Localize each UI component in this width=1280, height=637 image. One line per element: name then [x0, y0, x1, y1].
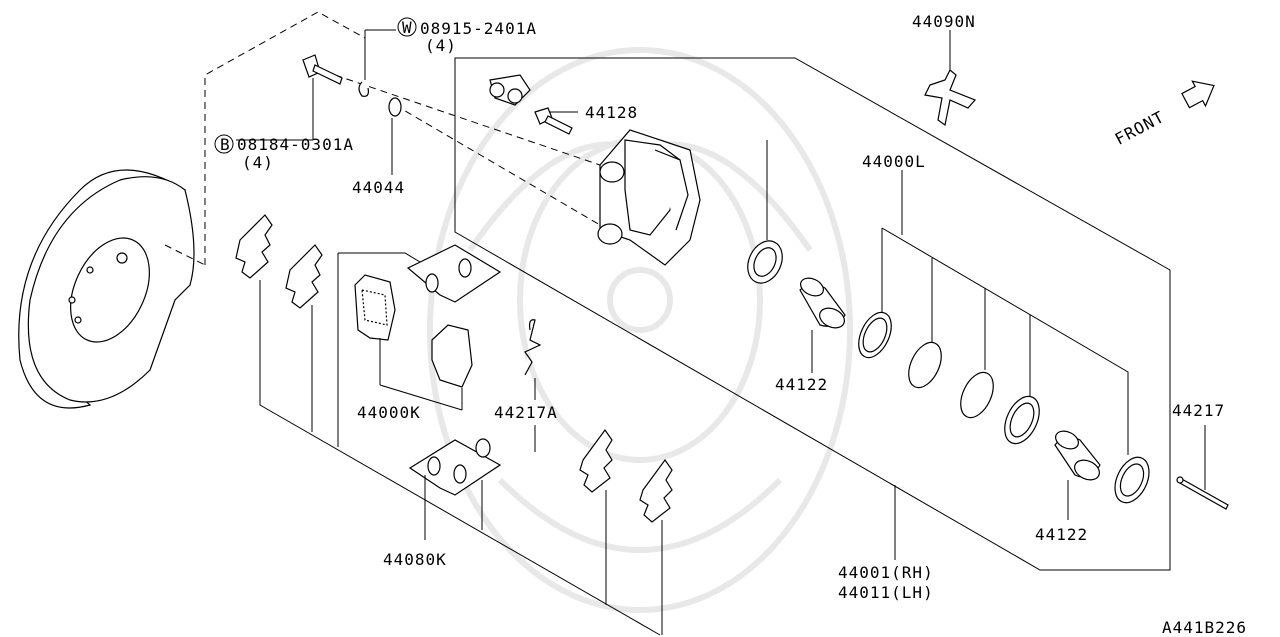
b-mark: B — [220, 135, 231, 154]
diagram-code: A441B226 — [1162, 618, 1247, 637]
label-44090N[interactable]: 44090N — [912, 12, 976, 31]
label-08915-qty: (4) — [425, 36, 457, 55]
piston-seal-1[interactable] — [852, 307, 898, 362]
shim-left-1[interactable] — [235, 214, 273, 279]
seal-disc-2[interactable] — [954, 367, 1000, 422]
assembly-dash-line — [164, 244, 206, 266]
brake-pad-1[interactable] — [354, 274, 396, 341]
front-arrow: FRONT — [1112, 80, 1215, 149]
washer-dash-line — [394, 104, 601, 226]
front-label: FRONT — [1112, 107, 1168, 149]
label-44080K[interactable]: 44080K — [383, 550, 447, 569]
pad-kit-frame — [259, 280, 661, 636]
piston-1[interactable] — [798, 275, 848, 332]
label-08184[interactable]: 08184-0301A — [237, 135, 354, 154]
lock-washer[interactable] — [358, 81, 369, 97]
wear-indicator[interactable] — [524, 319, 542, 376]
bleeder-screw[interactable] — [534, 107, 573, 135]
seal-disc-1[interactable] — [902, 337, 948, 392]
anti-rattle-spring[interactable] — [924, 69, 977, 127]
w-mark: W — [402, 18, 413, 37]
shim-right-1[interactable] — [579, 428, 613, 493]
b-mark-icon — [214, 134, 234, 154]
caliper-assembly-frame — [454, 57, 1171, 571]
piston-seal-2[interactable] — [998, 391, 1046, 449]
label-44122-a[interactable]: 44122 — [775, 375, 828, 394]
label-08184-qty: (4) — [242, 153, 274, 172]
backing-plate[interactable] — [18, 169, 195, 409]
label-44122-b[interactable]: 44122 — [1035, 525, 1088, 544]
washer[interactable] — [388, 97, 402, 117]
brake-pad-2[interactable] — [431, 324, 473, 388]
shim-right-2[interactable] — [639, 458, 673, 523]
label-44128[interactable]: 44128 — [585, 103, 638, 122]
pad-shim-upper[interactable] — [406, 244, 502, 303]
caliper-bolt[interactable] — [302, 54, 343, 85]
bleeder-cap[interactable] — [489, 74, 531, 106]
pad-shim-lower[interactable] — [408, 438, 502, 496]
label-08915[interactable]: 08915-2401A — [420, 19, 537, 38]
label-44000K[interactable]: 44000K — [357, 403, 421, 422]
pad-pin[interactable] — [1176, 476, 1229, 510]
shim-left-2[interactable] — [285, 244, 323, 309]
piston-2[interactable] — [1053, 428, 1103, 484]
label-44001[interactable]: 44001(RH) — [838, 563, 934, 582]
dust-boot-ring[interactable] — [741, 235, 789, 288]
w-mark-icon — [397, 17, 417, 37]
assembly-dash-line — [204, 11, 366, 265]
bolt-dash-line — [334, 74, 601, 166]
label-44000L[interactable]: 44000L — [862, 152, 926, 171]
caliper-body[interactable] — [597, 129, 701, 266]
label-44217[interactable]: 44217 — [1172, 401, 1225, 420]
dust-boot-2[interactable] — [1108, 452, 1155, 508]
label-44011[interactable]: 44011(LH) — [838, 583, 934, 602]
label-44217A[interactable]: 44217A — [494, 403, 558, 422]
label-44044[interactable]: 44044 — [352, 178, 405, 197]
